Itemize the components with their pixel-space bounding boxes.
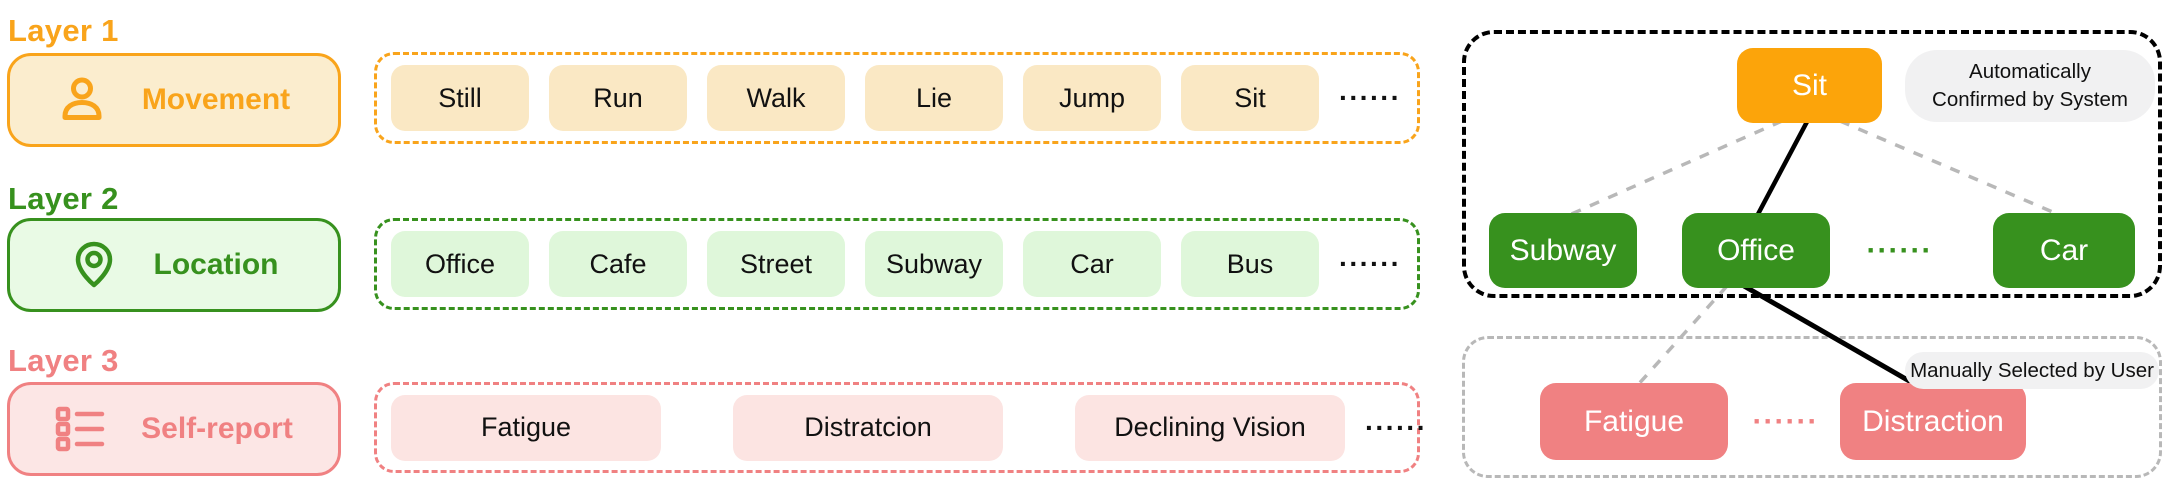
movement-ellipsis: ······ xyxy=(1339,82,1401,113)
auto-confirmed-pill: Automatically Confirmed by System xyxy=(1905,50,2155,122)
tree-node-office: Office xyxy=(1682,213,1830,288)
location-label: Location xyxy=(153,248,279,281)
self-report-chip: Fatigue xyxy=(391,394,661,461)
manual-selected-pill: Manually Selected by User xyxy=(1905,352,2159,389)
manual-selected-container xyxy=(1462,336,2162,478)
location-chip: Street xyxy=(707,231,845,297)
layer1-title: Layer 1 xyxy=(8,13,119,48)
location-chip: Subway xyxy=(865,231,1003,297)
location-chip: Office xyxy=(391,231,529,297)
location-chip: Cafe xyxy=(549,231,687,297)
self-report-chip: Declining Vision xyxy=(1075,394,1345,461)
edge-sit-office xyxy=(1755,116,1811,218)
tree-node-fatigue: Fatigue xyxy=(1540,383,1728,460)
location-badge: Location xyxy=(7,218,341,312)
self-report-ellipsis: ······ xyxy=(1365,411,1427,443)
tree-level3-ellipsis: ······ xyxy=(1752,404,1819,438)
auto-confirmed-container xyxy=(1462,30,2162,298)
movement-chip: Lie xyxy=(865,65,1003,131)
movement-chip: Still xyxy=(391,65,529,131)
movement-badge: Movement xyxy=(7,53,341,147)
location-chip: Bus xyxy=(1181,231,1319,297)
layer3-title: Layer 3 xyxy=(8,343,119,378)
edge-sit-subway xyxy=(1566,119,1783,218)
checklist-icon xyxy=(55,406,105,452)
layer2-title: Layer 2 xyxy=(8,181,119,216)
movement-chip: Run xyxy=(549,65,687,131)
movement-chip: Jump xyxy=(1023,65,1161,131)
edge-office-fatigue xyxy=(1634,284,1729,389)
location-pin-icon xyxy=(70,240,118,290)
self-report-label: Self-report xyxy=(141,412,293,445)
tree-node-subway: Subway xyxy=(1489,213,1637,288)
self-report-chip: Distratcion xyxy=(733,394,1003,461)
tree-node-distraction: Distraction xyxy=(1840,383,2026,460)
self-report-items-row: Fatigue Distratcion Declining Vision ···… xyxy=(374,382,1426,473)
movement-label: Movement xyxy=(141,83,291,116)
location-items-row: Office Cafe Street Subway Car Bus ······ xyxy=(374,218,1420,310)
tree-node-car: Car xyxy=(1993,213,2135,288)
edge-office-distraction xyxy=(1742,283,1920,389)
location-ellipsis: ······ xyxy=(1339,248,1401,279)
person-icon xyxy=(58,76,106,124)
movement-chip: Sit xyxy=(1181,65,1319,131)
self-report-badge: Self-report xyxy=(7,382,341,476)
tree-level2-ellipsis: ······ xyxy=(1866,233,1933,267)
movement-chip: Walk xyxy=(707,65,845,131)
movement-items-row: Still Run Walk Lie Jump Sit ······ xyxy=(374,52,1420,144)
edge-sit-car xyxy=(1839,119,2063,218)
location-chip: Car xyxy=(1023,231,1161,297)
tree-root-node: Sit xyxy=(1737,48,1882,123)
